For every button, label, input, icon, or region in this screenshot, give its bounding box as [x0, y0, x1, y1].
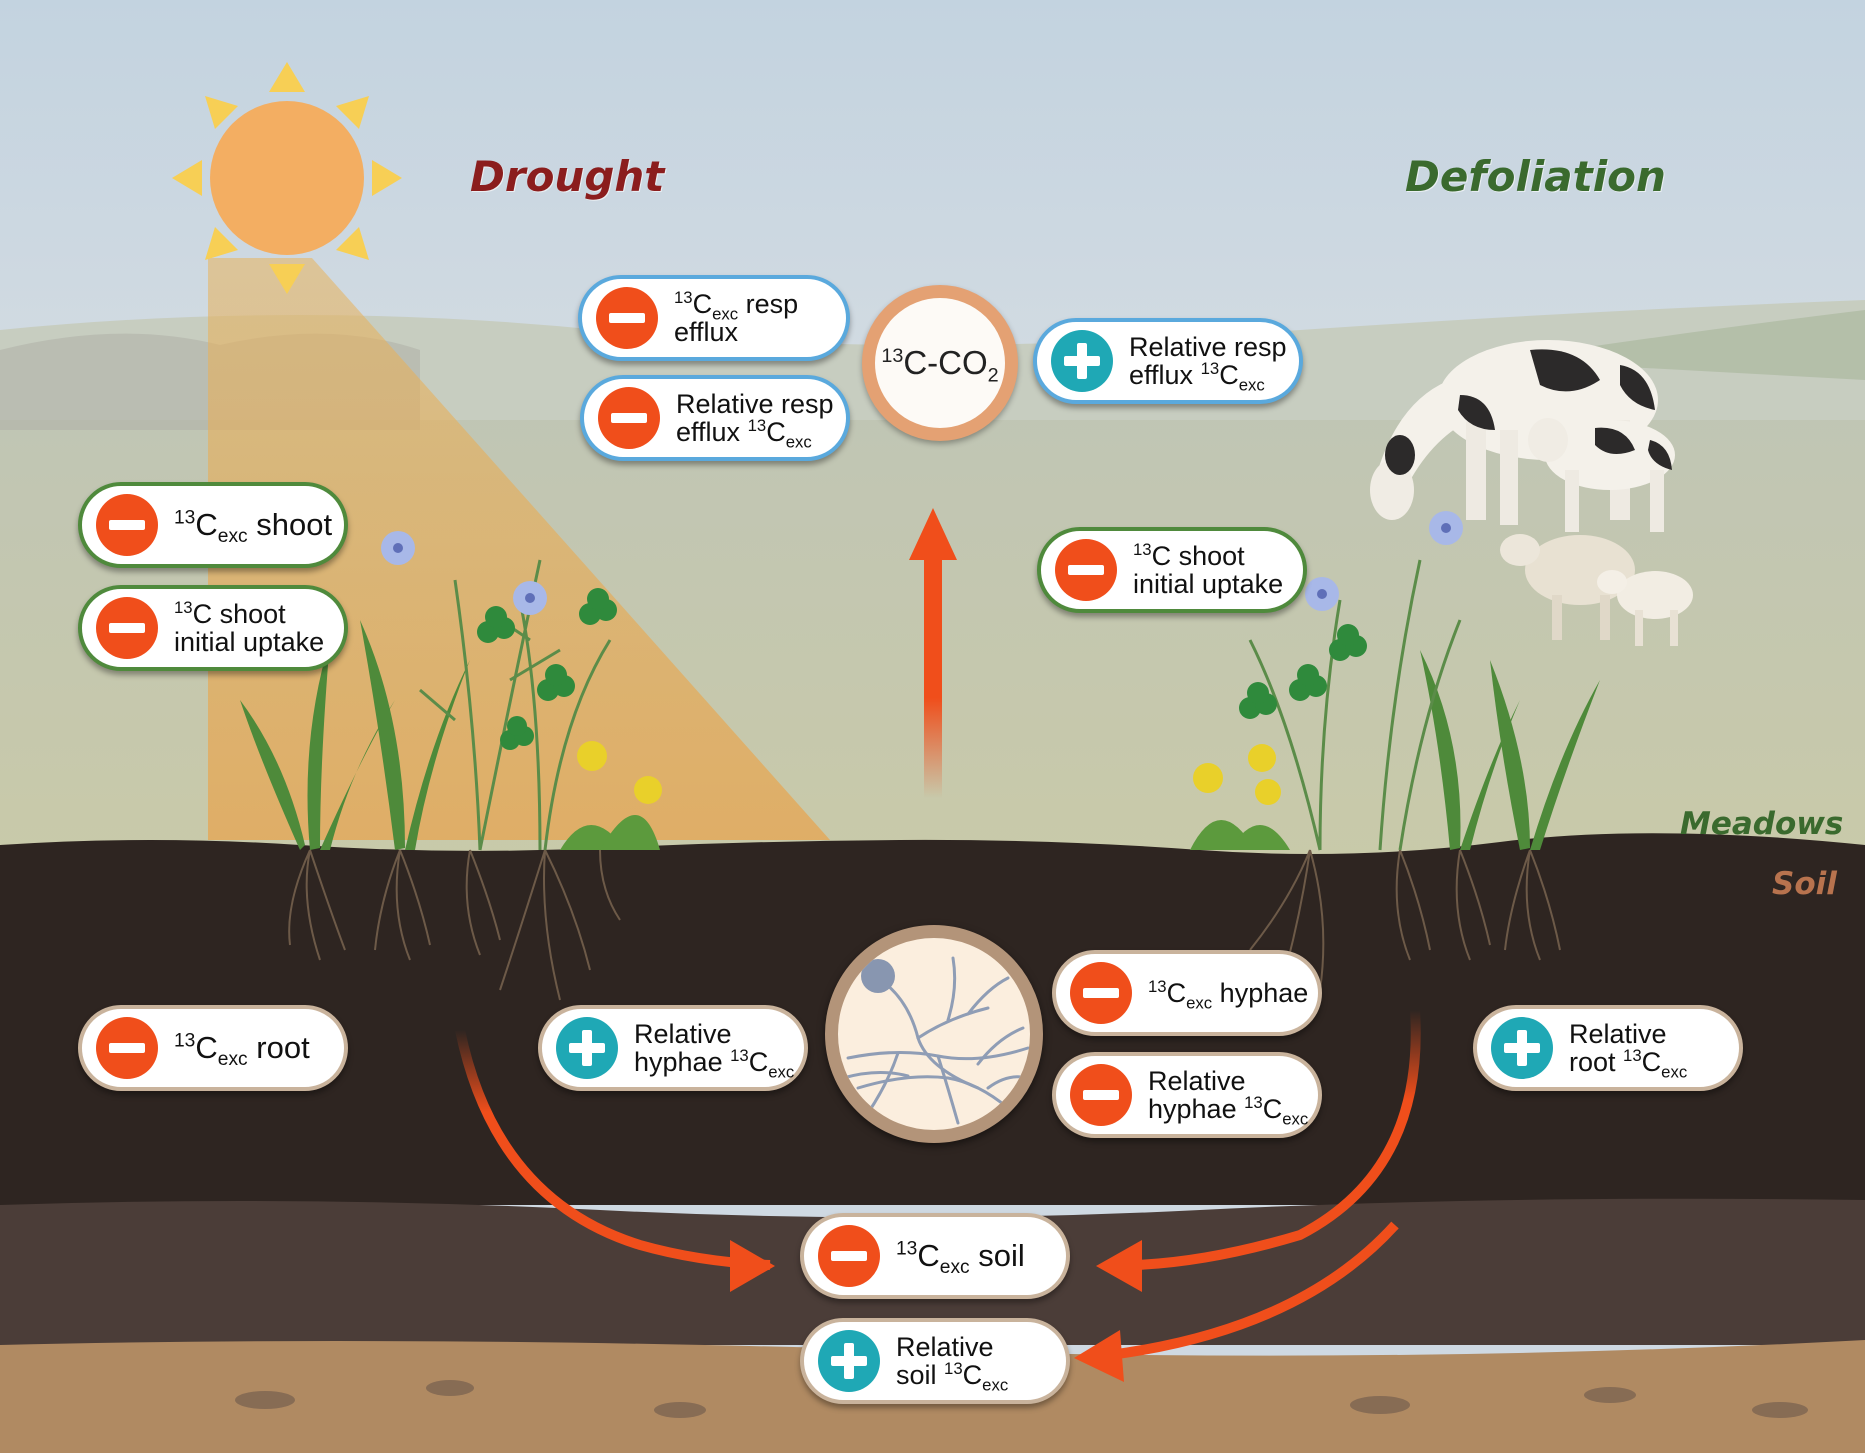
defoliation-relative-resp-efflux-label: Relative resp efflux 13Cexc	[1033, 318, 1303, 404]
label-text: Relative soil 13Cexc	[896, 1332, 1009, 1395]
decrease-icon	[1070, 962, 1132, 1024]
decrease-icon	[96, 597, 158, 659]
lamb-icon	[1597, 570, 1693, 646]
drought-root-label: 13Cexc root	[78, 1005, 348, 1091]
label-text: 13Cexc root	[174, 1030, 310, 1071]
hyphae-icon	[841, 956, 1030, 1125]
plant-icon	[1190, 511, 1600, 991]
label-text: Relative root 13Cexc	[1569, 1019, 1688, 1082]
sunlight-beam	[208, 258, 830, 840]
label-text: Relative hyphae 13Cexc	[1148, 1066, 1309, 1129]
label-text: 13C shoot initial uptake	[1133, 540, 1284, 599]
decrease-icon	[96, 494, 158, 556]
decrease-icon	[1070, 1064, 1132, 1126]
co2-circle: 13C-CO2	[862, 285, 1018, 441]
hyphae-circle	[825, 925, 1043, 1143]
sun-icon	[172, 62, 402, 294]
defoliation-root-to-soil-arrow	[1134, 1009, 1421, 1270]
drought-resp-efflux-label: 13Cexc resp efflux	[578, 275, 850, 361]
upward-flux-arrowhead	[909, 508, 957, 560]
label-text: Relative resp efflux 13Cexc	[676, 389, 834, 452]
defoliation-to-relative-soil-arrow	[1109, 1221, 1399, 1360]
soil-label: Soil	[1772, 866, 1837, 902]
soil-exc-label: 13Cexc soil	[800, 1213, 1070, 1299]
soil-relative-label: Relative soil 13Cexc	[800, 1318, 1070, 1404]
decrease-icon	[1055, 539, 1117, 601]
defoliation-hyphae-label: 13Cexc hyphae	[1052, 950, 1322, 1036]
decrease-icon	[598, 387, 660, 449]
defoliation-title: Defoliation	[1405, 152, 1666, 201]
plant-icon	[240, 531, 662, 1001]
increase-icon	[556, 1017, 618, 1079]
drought-relative-resp-efflux-label: Relative resp efflux 13Cexc	[580, 375, 850, 461]
defoliation-relative-root-label: Relative root 13Cexc	[1473, 1005, 1743, 1091]
label-text: 13C shoot initial uptake	[174, 598, 325, 657]
drought-title: Drought	[470, 152, 665, 201]
drought-relative-hyphae-label: Relative hyphae 13Cexc	[538, 1005, 808, 1091]
drought-root-to-soil-arrow	[455, 1028, 771, 1270]
increase-icon	[1051, 330, 1113, 392]
meadows-label: Meadows	[1680, 806, 1844, 842]
decrease-icon	[818, 1225, 880, 1287]
label-text: 13Cexc shoot	[174, 507, 333, 548]
label-text: 13Cexc soil	[896, 1238, 1025, 1279]
decrease-icon	[596, 287, 658, 349]
decrease-icon	[96, 1017, 158, 1079]
drought-shoot-label: 13Cexc shoot	[78, 482, 348, 568]
label-text: 13Cexc resp efflux	[674, 288, 799, 347]
label-text: Relative resp efflux 13Cexc	[1129, 332, 1287, 395]
increase-icon	[1491, 1017, 1553, 1079]
calf-icon	[1528, 418, 1675, 532]
co2-label: 13C-CO2	[881, 344, 999, 387]
label-text: Relative hyphae 13Cexc	[634, 1019, 795, 1082]
upward-flux-arrow	[924, 548, 942, 798]
defoliation-shoot-initial-uptake-label: 13C shoot initial uptake	[1037, 527, 1307, 613]
drought-shoot-initial-uptake-label: 13C shoot initial uptake	[78, 585, 348, 671]
defoliation-relative-hyphae-label: Relative hyphae 13Cexc	[1052, 1052, 1322, 1138]
increase-icon	[818, 1330, 880, 1392]
label-text: 13Cexc hyphae	[1148, 977, 1309, 1013]
